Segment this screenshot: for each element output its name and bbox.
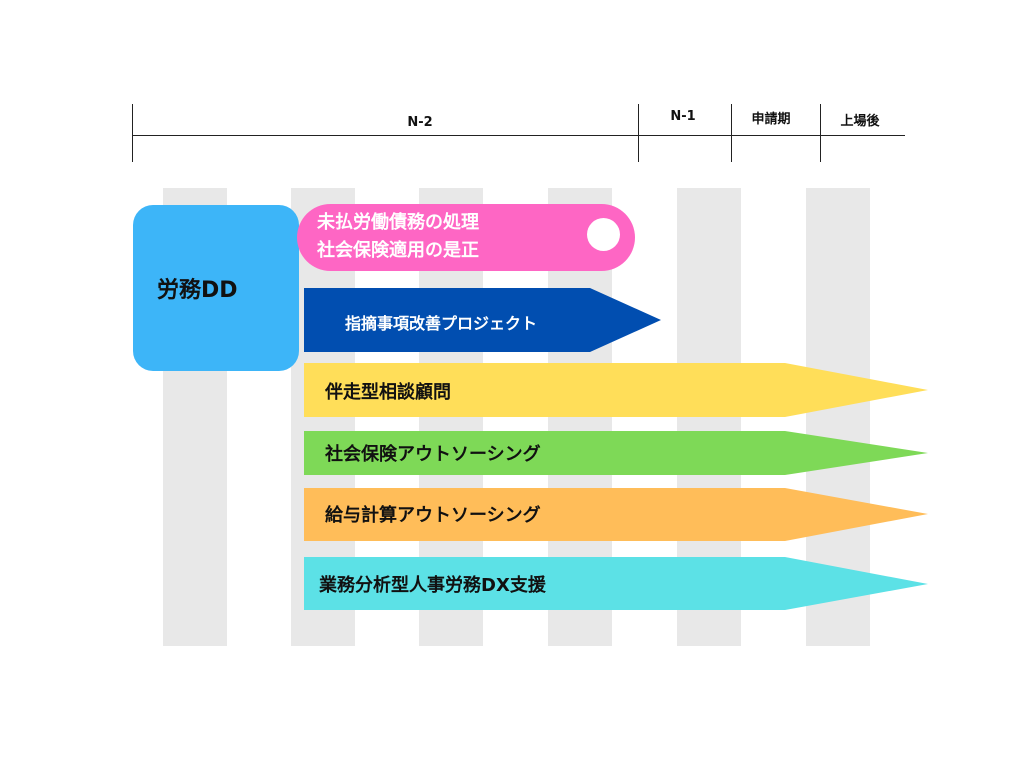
timeline-divider [638, 104, 639, 162]
timeline-divider [132, 104, 133, 162]
arrow-dx-support [304, 557, 928, 610]
remediation-line-1: 未払労働債務の処理 [317, 212, 479, 233]
arrow-label-social-insurance: 社会保険アウトソーシング [325, 444, 541, 465]
arrow-label-payroll: 給与計算アウトソーシング [325, 505, 541, 526]
period-label: N-2 [407, 115, 433, 130]
dd-box [133, 205, 299, 371]
circle-icon [587, 218, 620, 251]
arrow-label-dx-support: 業務分析型人事労務DX支援 [319, 575, 546, 596]
remediation-text: 未払労働債務の処理 社会保険適用の是正 [317, 209, 479, 265]
dd-label: 労務DD [157, 278, 238, 303]
arrow-payroll [304, 488, 928, 541]
timeline-divider [731, 104, 732, 162]
timeline-axis [132, 135, 905, 136]
remediation-pill [297, 204, 635, 271]
remediation-line-2: 社会保険適用の是正 [317, 240, 479, 261]
period-label: 上場後 [840, 114, 880, 129]
arrow-label-advisory: 伴走型相談顧問 [325, 382, 451, 403]
arrow-improvement-project [304, 288, 661, 352]
arrow-social-insurance [304, 431, 928, 475]
arrow-label-improvement-project: 指摘事項改善プロジェクト [345, 314, 538, 333]
arrow-advisory [304, 363, 928, 417]
period-label: N-1 [670, 109, 696, 124]
period-label: 申請期 [751, 112, 791, 127]
timeline-divider [820, 104, 821, 162]
